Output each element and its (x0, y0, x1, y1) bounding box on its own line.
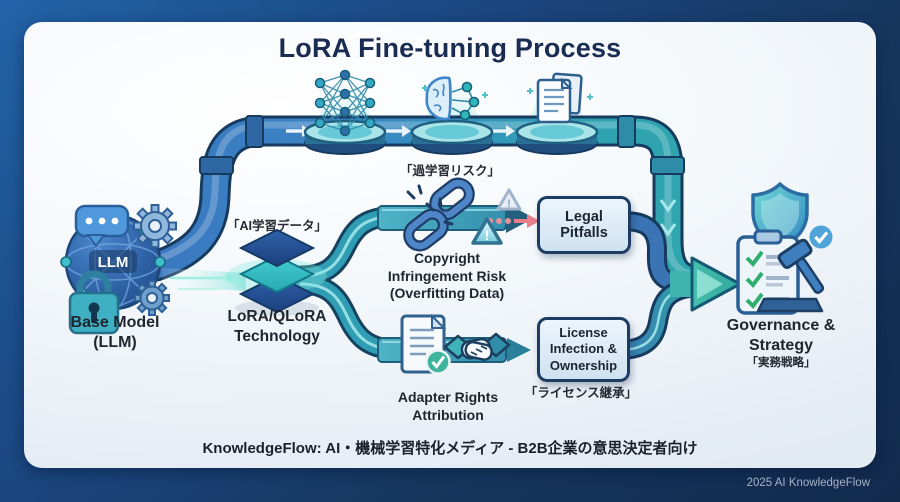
adapter-label: Adapter Rights Attribution (397, 389, 499, 423)
llm-core-label: LLM (98, 254, 129, 271)
footer-tagline: KnowledgeFlow: AI・機械学習特化メディア - B2B企業の意思決… (202, 440, 698, 457)
layers-stack-icon (227, 228, 327, 316)
gear-icon (133, 204, 177, 316)
risk-label: Copyright Infringement Risk (Overfitting… (387, 250, 507, 302)
padlock-icon (68, 270, 120, 335)
brain-network-icon (425, 76, 480, 121)
warning-mark: ! (485, 227, 490, 243)
governance-arrow (670, 256, 742, 312)
check-circle-icon (809, 225, 833, 249)
page-title: LoRA Fine-tuning Process (278, 33, 622, 63)
footer-credit: 2025 AI KnowledgeFlow (746, 477, 870, 489)
warning-triangle-small-icon: ! (496, 188, 522, 211)
lora-label: LoRA/QLoRA Technology (227, 308, 327, 345)
license-annotation: 「ライセンス継承」 (524, 386, 638, 400)
split-pipes (289, 205, 405, 360)
license-box: License Infection & Ownership (537, 317, 630, 382)
sparkle-accents (422, 85, 593, 100)
handshake-icon (443, 332, 511, 361)
data-stream-beam (162, 268, 246, 291)
broken-chain-icon (403, 177, 475, 252)
base-model-label: Base Model (LLM) (70, 314, 160, 352)
document-check-icon (400, 313, 451, 375)
main-pipeline-pipe (140, 115, 714, 297)
gavel-icon (756, 238, 825, 313)
lora-annotation: 「AI学習データ」 (226, 219, 328, 233)
governance-label: Governance & Strategy (726, 317, 836, 355)
governance-annotation: 「実務戦略」 (746, 357, 816, 369)
warning-triangle-large-icon: ! (471, 217, 503, 245)
legal-pitfalls-box: Legal Pitfalls (537, 196, 631, 254)
documents-icon (536, 72, 583, 124)
risk-annotation: 「過学習リスク」 (399, 164, 501, 178)
chat-bubble-icon (74, 204, 130, 248)
neural-network-icon (314, 69, 376, 137)
pink-dotted-arrow (487, 214, 540, 228)
warning-mark: ! (507, 198, 511, 210)
